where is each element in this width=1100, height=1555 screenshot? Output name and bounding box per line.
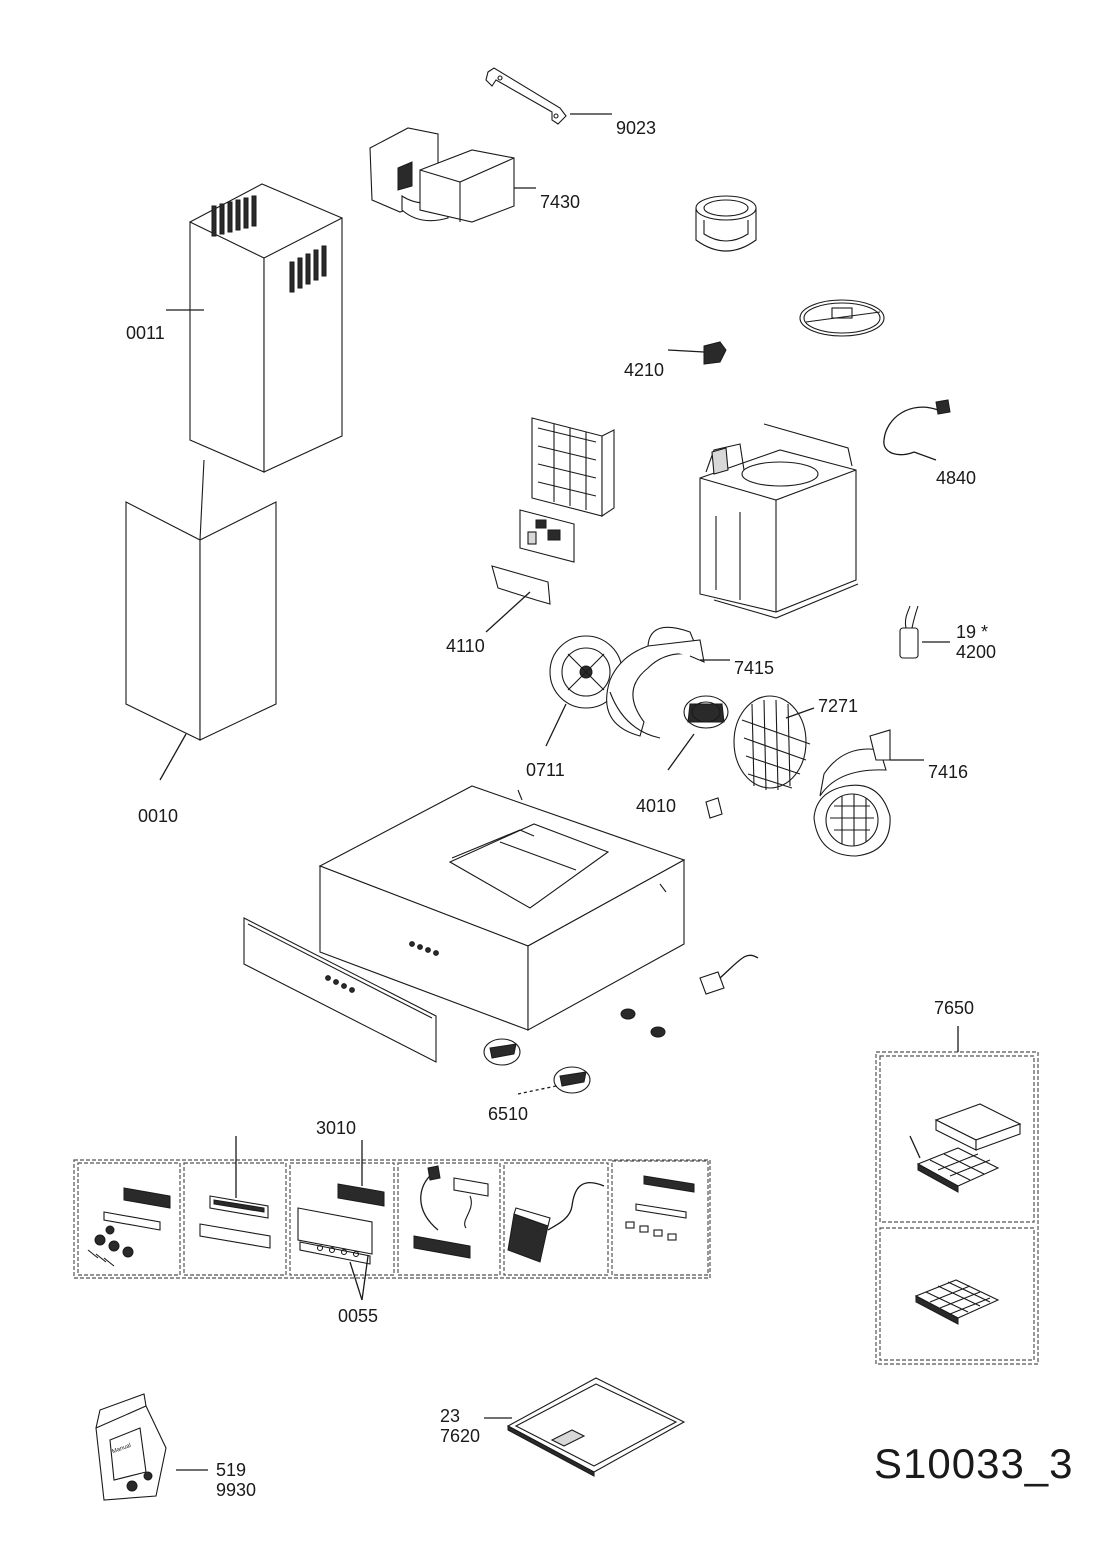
wall-bracket-part xyxy=(485,67,612,125)
part-label-0711: 0711 xyxy=(526,760,565,780)
board-cover-4110-part xyxy=(485,565,551,633)
part-label-4200: 4200 xyxy=(956,642,997,662)
impeller-7271-part xyxy=(733,695,815,791)
motor-housing-part xyxy=(699,423,859,619)
filter-kit-7650-part xyxy=(875,1026,1039,1365)
front-panel-part xyxy=(243,917,437,1063)
grease-cassette-part xyxy=(531,417,615,518)
power-cable-4840-part xyxy=(883,399,951,461)
clip-part xyxy=(705,797,723,819)
part-label-0055: 0055 xyxy=(338,1306,379,1326)
part-label-7430: 7430 xyxy=(540,192,581,212)
backflow-valve-part xyxy=(799,299,885,337)
accessory-bag-519-part xyxy=(95,1393,208,1501)
part-label-4840: 4840 xyxy=(936,468,977,488)
drawing-code: S10033_3 xyxy=(874,1440,1074,1487)
part-label-0010: 0010 xyxy=(138,806,179,826)
control-board-part xyxy=(519,509,575,563)
upper-chimney-part xyxy=(166,183,343,473)
lamp-cable-part xyxy=(699,954,759,995)
lower-chimney-part xyxy=(125,459,277,781)
motor-4010-part xyxy=(667,695,729,771)
connector-4210-part xyxy=(667,341,727,365)
part-label-4110: 4110 xyxy=(446,636,485,656)
part-label-7415: 7415 xyxy=(734,658,775,678)
fan-housing-7415-part xyxy=(606,626,730,739)
part-label-7650: 7650 xyxy=(934,998,975,1018)
part-label-19: 19 * xyxy=(956,622,989,642)
part-label-4210: 4210 xyxy=(624,360,665,380)
part-label-7416: 7416 xyxy=(928,762,969,782)
duct-collar-part xyxy=(695,195,757,252)
small-knobs-part xyxy=(620,1008,666,1038)
exhaust-duct-part xyxy=(369,127,536,223)
part-label-9930: 9930 xyxy=(216,1480,257,1500)
control-knobs-6510-part xyxy=(483,1038,591,1095)
control-kit-variants xyxy=(73,1136,711,1301)
part-label-519: 519 xyxy=(216,1460,247,1480)
part-label-0011: 0011 xyxy=(126,323,165,343)
part-label-7271: 7271 xyxy=(818,696,859,716)
fan-housing-7416-part xyxy=(813,729,924,857)
part-label-23: 23 xyxy=(440,1406,461,1426)
part-label-7620: 7620 xyxy=(440,1426,481,1446)
part-label-4010: 4010 xyxy=(636,796,677,816)
part-label-6510: 6510 xyxy=(488,1104,529,1124)
canopy-hood-part xyxy=(318,785,686,1031)
part-label-3010: 3010 xyxy=(316,1118,357,1138)
capacitor-4200-part xyxy=(899,605,950,659)
grease-filter-7620-part xyxy=(484,1377,686,1477)
part-label-9023: 9023 xyxy=(616,118,657,138)
